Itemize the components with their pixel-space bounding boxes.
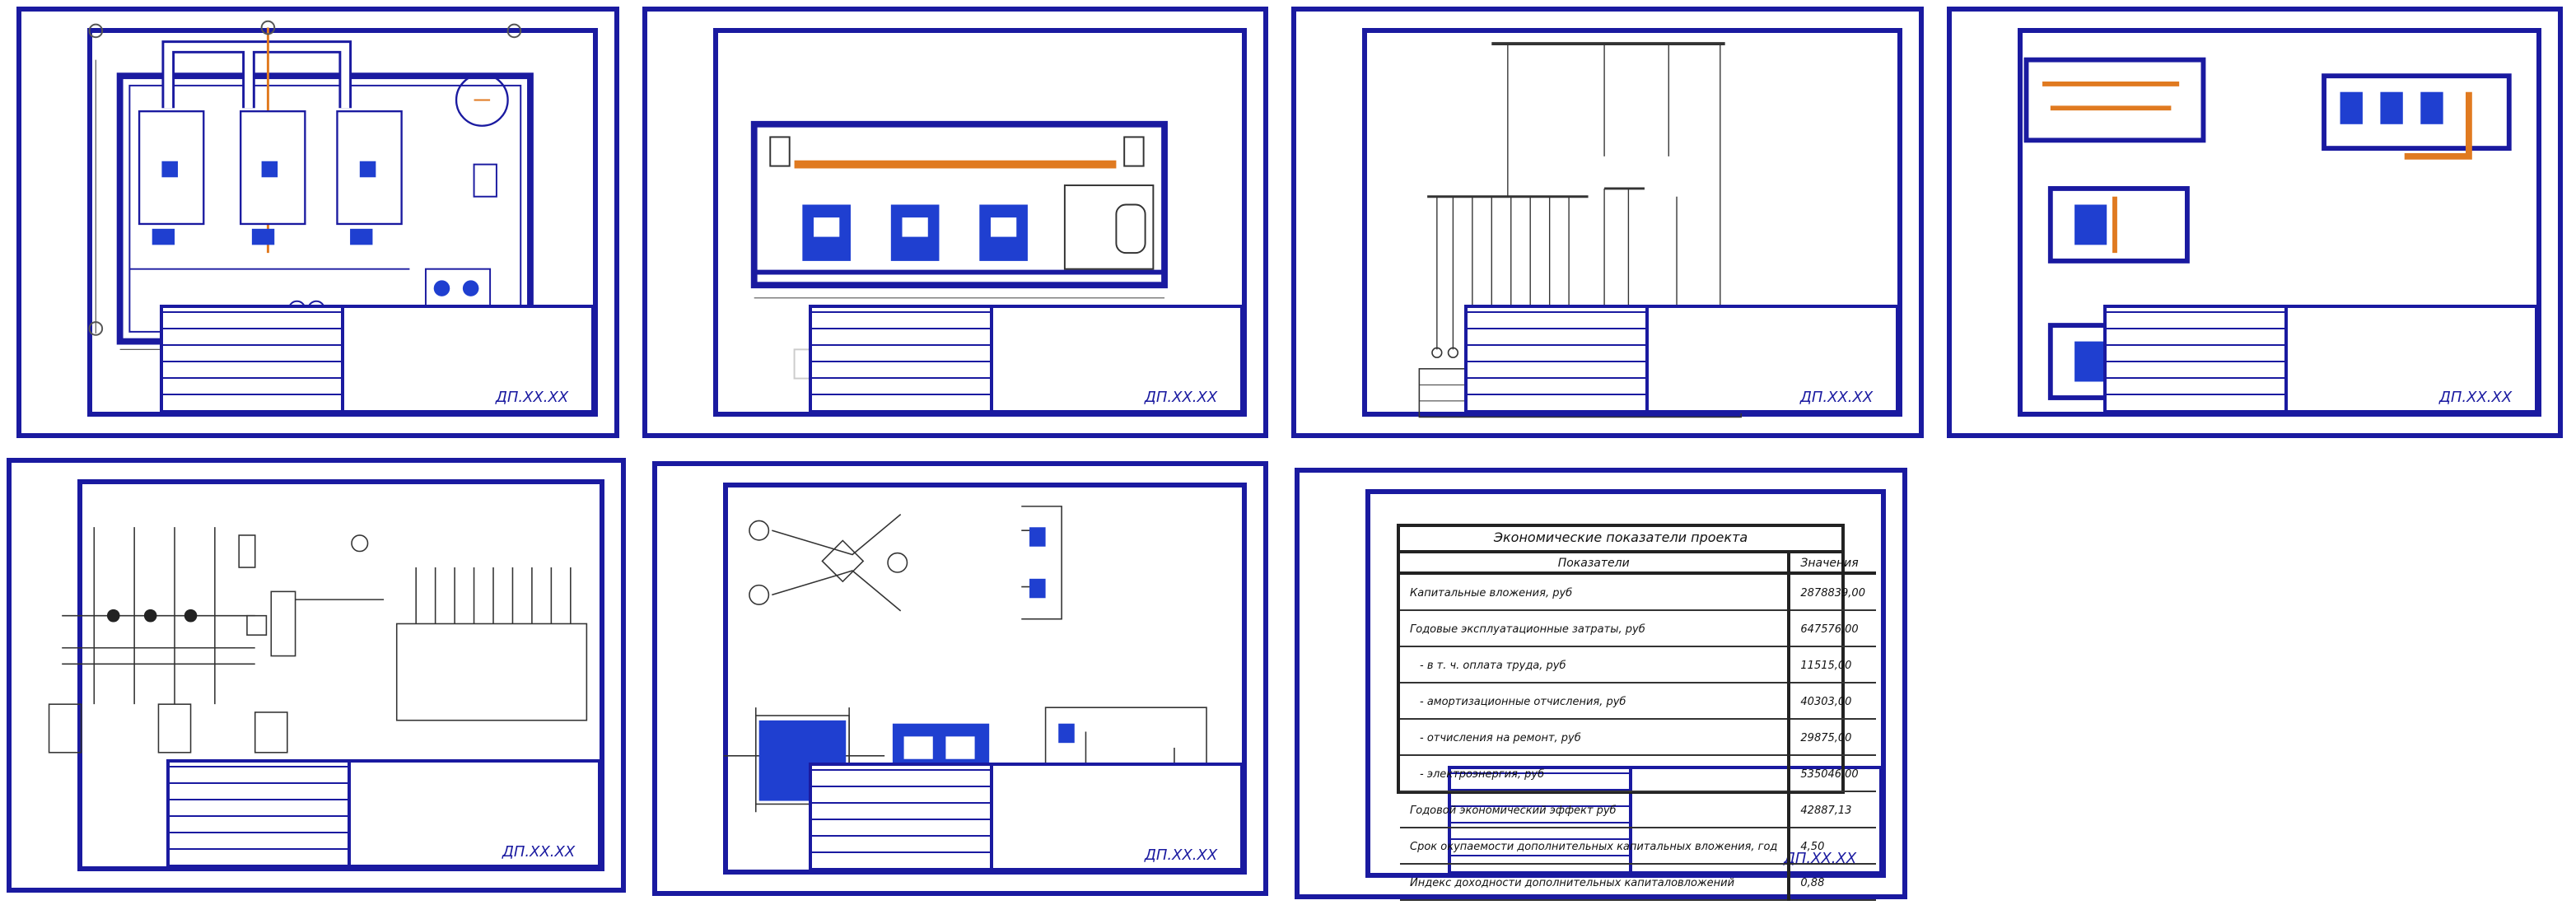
- title-block: [809, 305, 1244, 413]
- title-block: [166, 759, 601, 868]
- title-block: [1464, 305, 1899, 413]
- plan-tanks-drawing: [88, 20, 534, 350]
- table-row: Индекс доходности дополнительных капитал…: [1400, 864, 1875, 901]
- economics-table-title: Экономические показатели проекта: [1400, 527, 1841, 553]
- sheet-plan-tanks[interactable]: ДП.ХХ.ХХ: [16, 7, 619, 438]
- elevation-drawing: [750, 120, 1230, 383]
- sheet-frame: [77, 479, 604, 871]
- indicator-name: - электроэнергия, руб: [1400, 755, 1790, 792]
- indicator-name: Индекс доходности дополнительных капитал…: [1400, 864, 1790, 901]
- indicator-name: - амортизационные отчисления, руб: [1400, 683, 1790, 720]
- indicator-value: 0,88: [1787, 864, 1875, 901]
- indicator-value: 647576,00: [1787, 610, 1875, 647]
- sheet-frame: [723, 483, 1247, 875]
- sheet-equipment-schemes[interactable]: ДП.ХХ.ХХ: [652, 461, 1268, 896]
- table-row: Срок окупаемости дополнительных капиталь…: [1400, 828, 1875, 865]
- indicator-value: 535046,00: [1787, 755, 1875, 792]
- title-block: [2103, 305, 2538, 413]
- title-block-code: ДП.ХХ.ХХ: [1144, 848, 1218, 865]
- column-header-value: Значения: [1787, 553, 1875, 575]
- table-header-row: Показатели Значения: [1400, 553, 1875, 575]
- economics-grid: Показатели Значения Капитальные вложения…: [1400, 553, 1875, 901]
- sheet-elevation[interactable]: ДП.ХХ.ХХ: [642, 7, 1268, 438]
- column-header-name: Показатели: [1400, 553, 1790, 575]
- indicator-name: Капитальные вложения, руб: [1400, 573, 1790, 611]
- sheet-sections[interactable]: ДП.ХХ.ХХ: [1947, 7, 2563, 438]
- indicator-value: 40303,00: [1787, 683, 1875, 720]
- sheet-frame: [87, 28, 598, 417]
- indicator-name: Годовые эксплуатационные затраты, руб: [1400, 610, 1790, 647]
- title-block-code: ДП.ХХ.ХХ: [1799, 390, 1874, 407]
- sheet-frame: [713, 28, 1247, 417]
- sheet-frame: [2018, 28, 2541, 417]
- title-block: [809, 763, 1244, 871]
- indicator-name: Срок окупаемости дополнительных капиталь…: [1400, 828, 1790, 865]
- sheet-electrical[interactable]: ДП.ХХ.ХХ: [1291, 7, 1924, 438]
- economics-table: Экономические показатели проекта Показат…: [1397, 524, 1875, 901]
- indicator-name: Годовой экономический эффект руб: [1400, 791, 1790, 828]
- title-block-code: ДП.ХХ.ХХ: [495, 390, 569, 407]
- indicator-value: 4,50: [1787, 828, 1875, 865]
- title-block: [160, 305, 595, 413]
- sheet-hydraulic-schematic[interactable]: ДП.ХХ.ХХ: [7, 458, 626, 893]
- indicator-value: 42887,13: [1787, 791, 1875, 828]
- title-block-code: ДП.ХХ.ХХ: [1144, 390, 1218, 407]
- indicator-value: 29875,00: [1787, 719, 1875, 756]
- indicator-name: - отчисления на ремонт, руб: [1400, 719, 1790, 756]
- indicator-name: - в т. ч. оплата труда, руб: [1400, 646, 1790, 683]
- title-block-code: ДП.ХХ.ХХ: [2438, 390, 2513, 407]
- title-block-code: ДП.ХХ.ХХ: [502, 845, 576, 861]
- sheet-frame: [1362, 28, 1902, 417]
- indicator-value: 11515,00: [1787, 646, 1875, 683]
- indicator-value: 2878839,00: [1787, 573, 1875, 611]
